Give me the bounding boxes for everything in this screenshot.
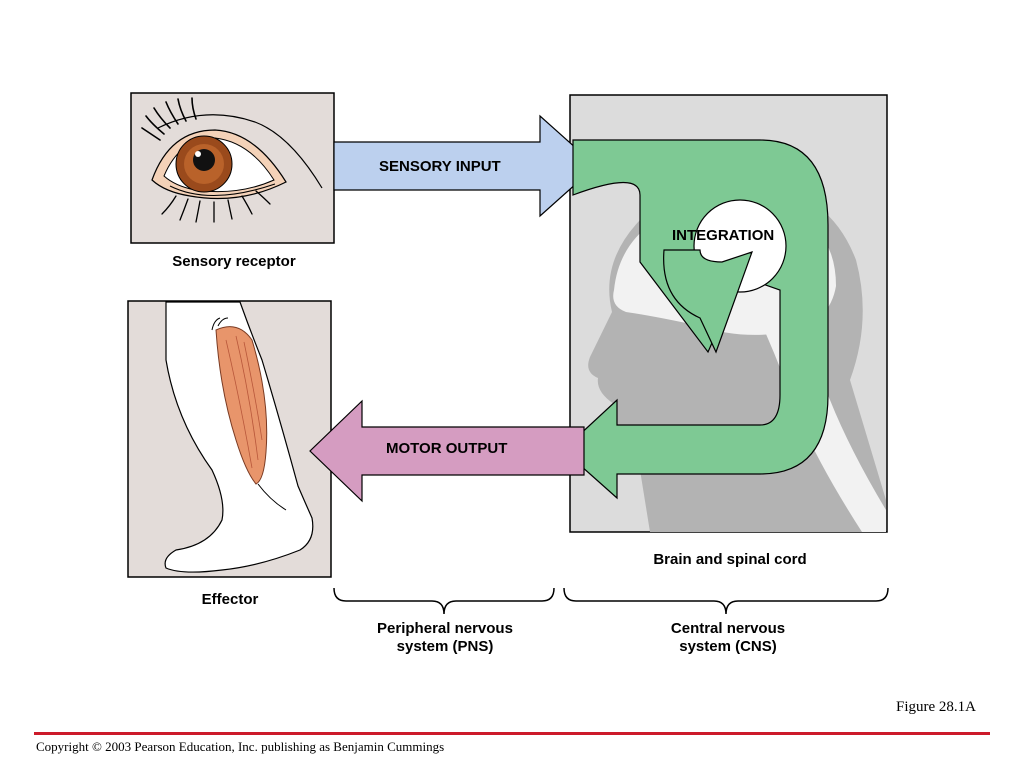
pns-brace [333,587,555,615]
copyright-footer: Copyright © 2003 Pearson Education, Inc.… [36,739,445,754]
cns-label-line1: Central nervous [670,620,786,637]
sensory-receptor-label: Sensory receptor [172,253,296,270]
sensory-input-arrow [333,114,597,218]
figure-number: Figure 28.1A [896,699,976,715]
integration-inner-arrow [663,249,753,354]
leg-illustration [127,300,332,578]
eye-illustration [130,92,335,244]
cns-brace [563,587,889,615]
integration-label: INTEGRATION [672,227,775,244]
pns-label-line1: Peripheral nervous [377,620,513,637]
cns-label-line2: system (CNS) [679,638,777,655]
footer-rule [34,732,990,735]
effector-label: Effector [201,591,259,608]
motor-output-label: MOTOR OUTPUT [386,440,508,457]
pns-label-line2: system (PNS) [396,638,494,655]
brain-spinal-cord-label: Brain and spinal cord [653,551,807,568]
motor-output-arrow [309,399,585,503]
sensory-input-label: SENSORY INPUT [379,158,501,175]
